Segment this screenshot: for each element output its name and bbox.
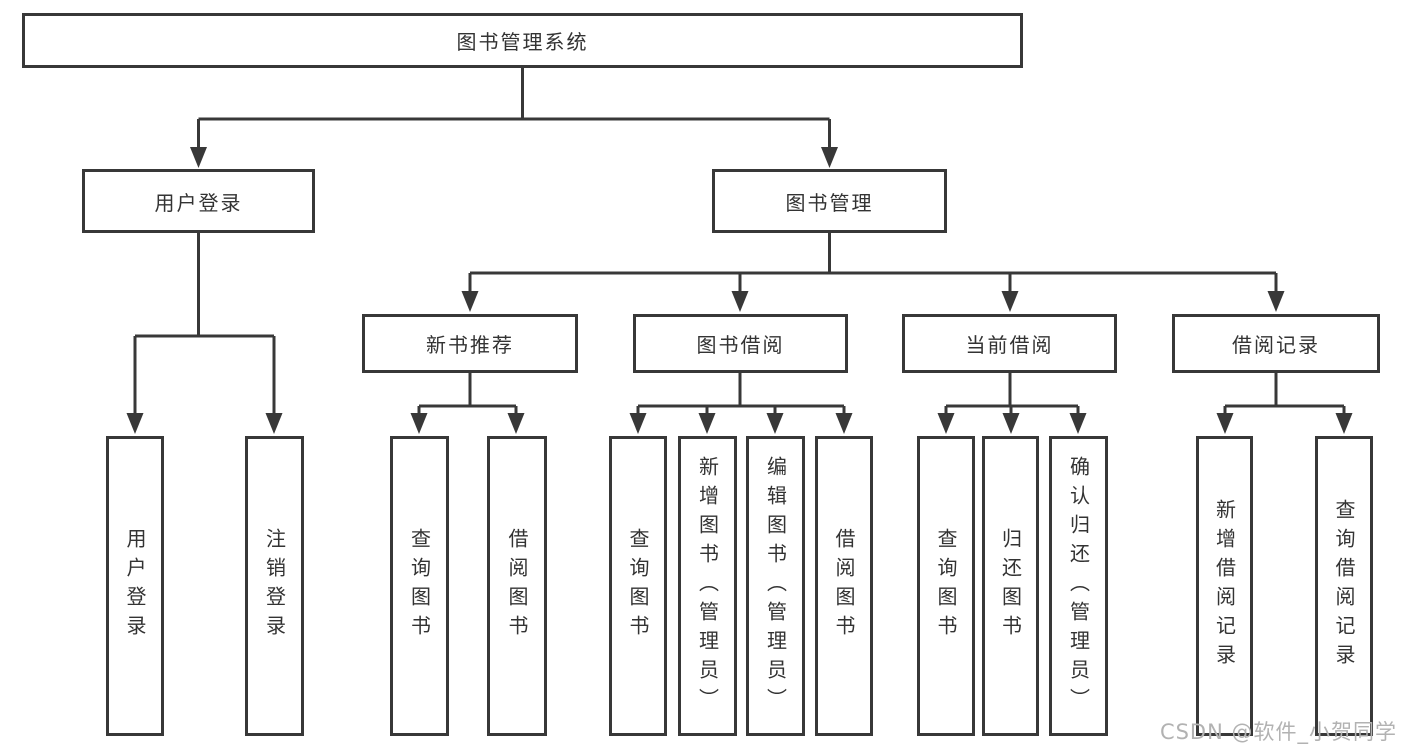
node-leaf-add-books-admin: 新增图书（管理员） <box>678 436 737 736</box>
node-leaf-logout: 注销登录 <box>245 436 304 736</box>
node-label: 归还图书 <box>998 528 1023 644</box>
arrow-down-icon <box>1069 413 1087 434</box>
node-label: 借阅记录 <box>1232 333 1320 357</box>
arrow-down-icon <box>937 413 955 434</box>
node-book-borrowing: 图书借阅 <box>633 314 848 373</box>
node-new-book-recommend: 新书推荐 <box>362 314 578 373</box>
node-label: 借阅图书 <box>505 528 529 644</box>
node-leaf-return-books: 归还图书 <box>982 436 1039 736</box>
node-label: 注销登录 <box>262 528 287 644</box>
arrow-down-icon <box>1001 291 1019 312</box>
node-label: 图书管理 <box>785 190 874 215</box>
connector-root-to-level2 <box>190 68 838 168</box>
node-label: 查询借阅记录 <box>1332 499 1356 673</box>
arrow-down-icon <box>629 413 647 434</box>
connector-new-book-recommend-to-leaves <box>410 373 525 434</box>
arrow-down-icon <box>1335 413 1353 434</box>
arrow-down-icon <box>698 413 716 434</box>
arrow-down-icon <box>731 291 749 312</box>
connector-book-management-to-level3 <box>461 233 1285 312</box>
node-label: 确认归还（管理员） <box>1066 455 1091 717</box>
arrow-down-icon <box>126 413 144 434</box>
node-label: 新增借阅记录 <box>1212 499 1237 673</box>
arrow-down-icon <box>835 413 853 434</box>
arrow-down-icon <box>766 413 784 434</box>
node-label: 当前借阅 <box>965 333 1054 357</box>
node-label: 新增图书（管理员） <box>695 455 720 717</box>
node-label: 用户登录 <box>154 190 243 215</box>
node-leaf-borrow-books-1: 借阅图书 <box>487 436 547 736</box>
csdn-watermark: CSDN @软件_小贺同学 <box>1159 720 1397 744</box>
arrow-down-icon <box>1002 413 1020 434</box>
node-book-management: 图书管理 <box>712 169 947 233</box>
node-leaf-user-login: 用户登录 <box>106 436 164 736</box>
connector-book-borrowing-to-leaves <box>629 373 853 434</box>
node-label: 查询图书 <box>407 528 432 644</box>
arrow-down-icon <box>190 147 207 168</box>
node-leaf-query-books-3: 查询图书 <box>917 436 975 736</box>
node-leaf-confirm-return-admin: 确认归还（管理员） <box>1049 436 1108 736</box>
node-label: 新书推荐 <box>426 333 514 357</box>
connector-borrowing-records-to-leaves <box>1216 373 1353 434</box>
node-label: 编辑图书（管理员） <box>763 455 788 717</box>
node-label: 借阅图书 <box>832 528 856 644</box>
arrow-down-icon <box>1216 413 1234 434</box>
node-leaf-edit-books-admin: 编辑图书（管理员） <box>746 436 805 736</box>
arrow-down-icon <box>821 147 838 168</box>
node-label: 查询图书 <box>934 528 958 644</box>
node-leaf-query-borrow-record: 查询借阅记录 <box>1315 436 1373 736</box>
arrow-down-icon <box>1267 291 1285 312</box>
connector-current-borrowing-to-leaves <box>937 373 1087 434</box>
node-label: 图书管理系统 <box>456 30 589 54</box>
node-leaf-add-borrow-record: 新增借阅记录 <box>1196 436 1253 736</box>
node-leaf-query-books-1: 查询图书 <box>390 436 449 736</box>
node-leaf-borrow-books-2: 借阅图书 <box>815 436 873 736</box>
node-library-management-system: 图书管理系统 <box>22 13 1023 68</box>
arrow-down-icon <box>410 413 428 434</box>
arrow-down-icon <box>461 291 479 312</box>
node-user-login: 用户登录 <box>82 169 315 233</box>
node-leaf-query-books-2: 查询图书 <box>609 436 667 736</box>
arrow-down-icon <box>507 413 525 434</box>
node-label: 查询图书 <box>626 528 650 644</box>
node-label: 用户登录 <box>123 528 147 644</box>
arrow-down-icon <box>265 413 283 434</box>
node-borrowing-records: 借阅记录 <box>1172 314 1380 373</box>
connector-user-login-to-leaves <box>126 233 283 434</box>
node-current-borrowing: 当前借阅 <box>902 314 1117 373</box>
node-label: 图书借阅 <box>696 333 785 357</box>
